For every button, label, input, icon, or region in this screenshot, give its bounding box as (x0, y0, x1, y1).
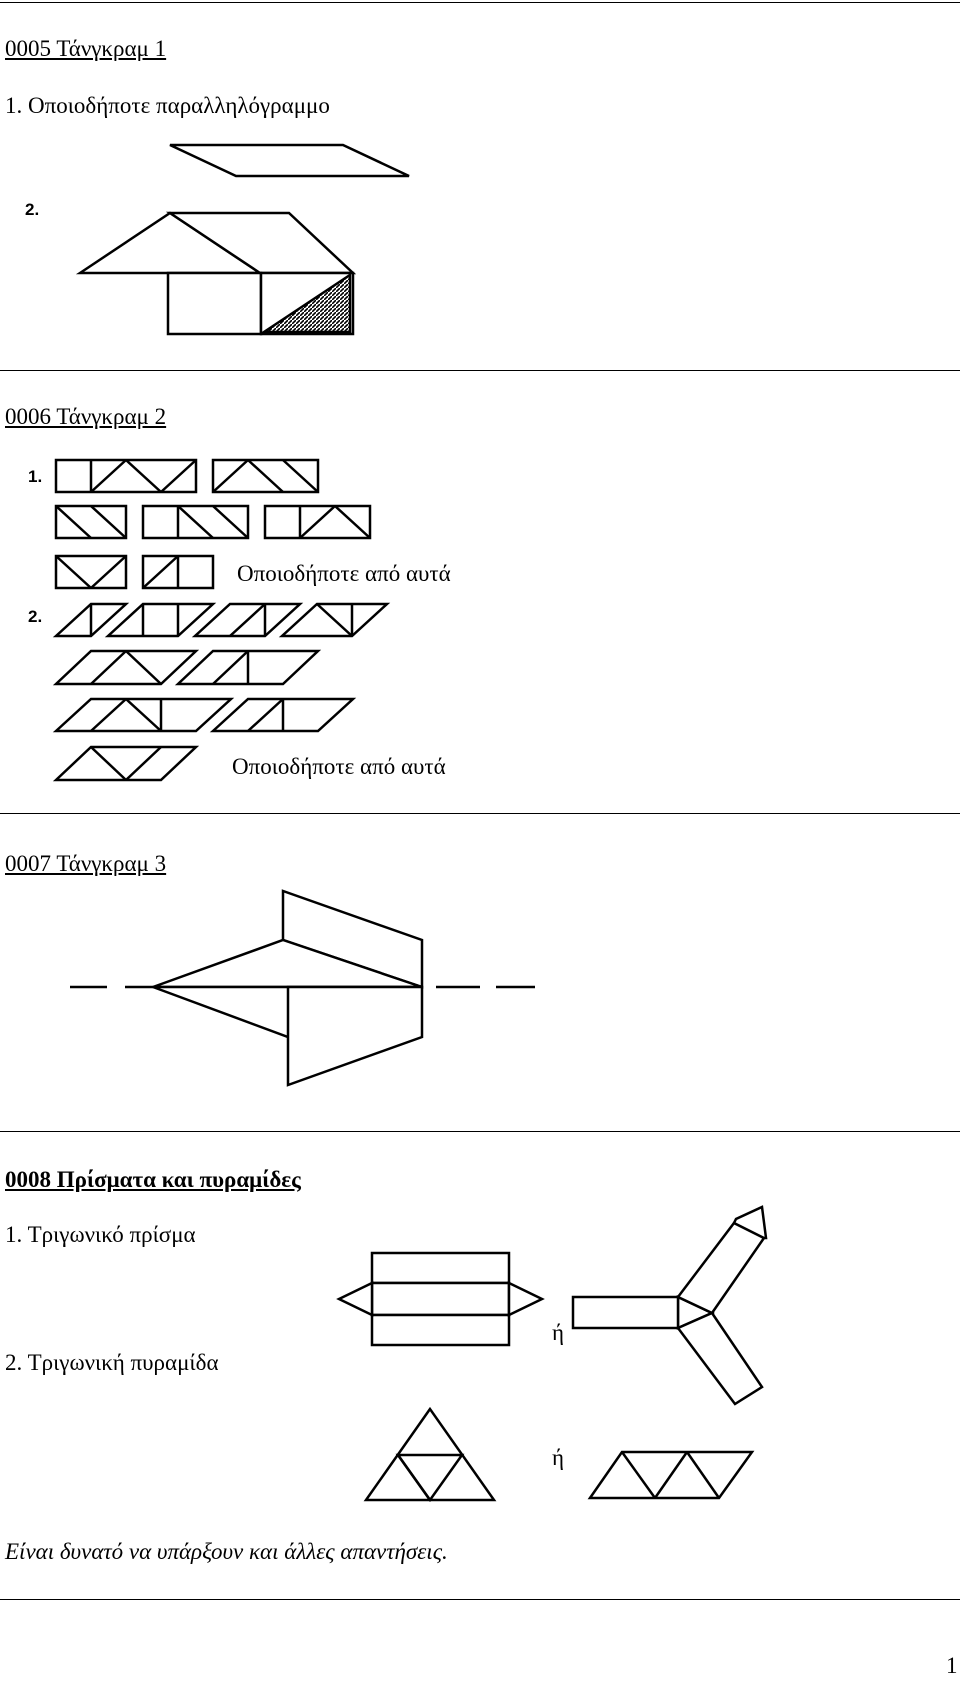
figure-parallelogram (0, 0, 960, 370)
or-label-1: ή (552, 1320, 565, 1345)
heading-0005: 0005 Τάνγκραμ 1 (5, 36, 167, 61)
figure-pyramid-net-strip (0, 0, 960, 1599)
heading-0006: 0006 Τάνγκραμ 2 (5, 404, 167, 429)
rule-after-0006 (0, 813, 960, 814)
item-0008-2: 2. Τριγωνική πυραμίδα (5, 1350, 219, 1375)
closing-note: Είναι δυνατό να υπάρξουν και άλλες απαντ… (5, 1539, 448, 1564)
item-0006-2-number: 2. (28, 607, 42, 626)
figure-prism-net-radial (0, 0, 960, 1599)
figure-tangram-arrow (0, 0, 960, 1131)
figure-pyramid-net-triangle (0, 0, 960, 1599)
item-0005-2-number: 2. (25, 200, 39, 219)
heading-0007: 0007 Τάνγκραμ 3 (5, 851, 167, 876)
heading-0008: 0008 Πρίσματα και πυραμίδες (5, 1167, 301, 1192)
rule-after-0007 (0, 1131, 960, 1132)
note-any-parallelogram: Οποιοδήποτε από αυτά (232, 754, 446, 779)
item-0006-1-number: 1. (28, 467, 42, 486)
figure-prism-net-horizontal (0, 0, 960, 1599)
item-0005-1: 1. Οποιοδήποτε παραλληλόγραμμο (5, 93, 330, 118)
or-label-2: ή (552, 1445, 565, 1470)
figure-parallelograms: 2. (28, 0, 960, 813)
rule-top (0, 2, 960, 3)
rule-after-0008 (0, 1599, 960, 1600)
rule-after-0005 (0, 370, 960, 371)
figure-rectangles: 1. (28, 0, 960, 813)
figure-tangram-house: 2. (25, 200, 960, 370)
page-number: 1 (946, 1653, 958, 1678)
item-0008-1: 1. Τριγωνικό πρίσμα (5, 1222, 196, 1247)
note-any-rectangle: Οποιοδήποτε από αυτά (237, 561, 451, 586)
